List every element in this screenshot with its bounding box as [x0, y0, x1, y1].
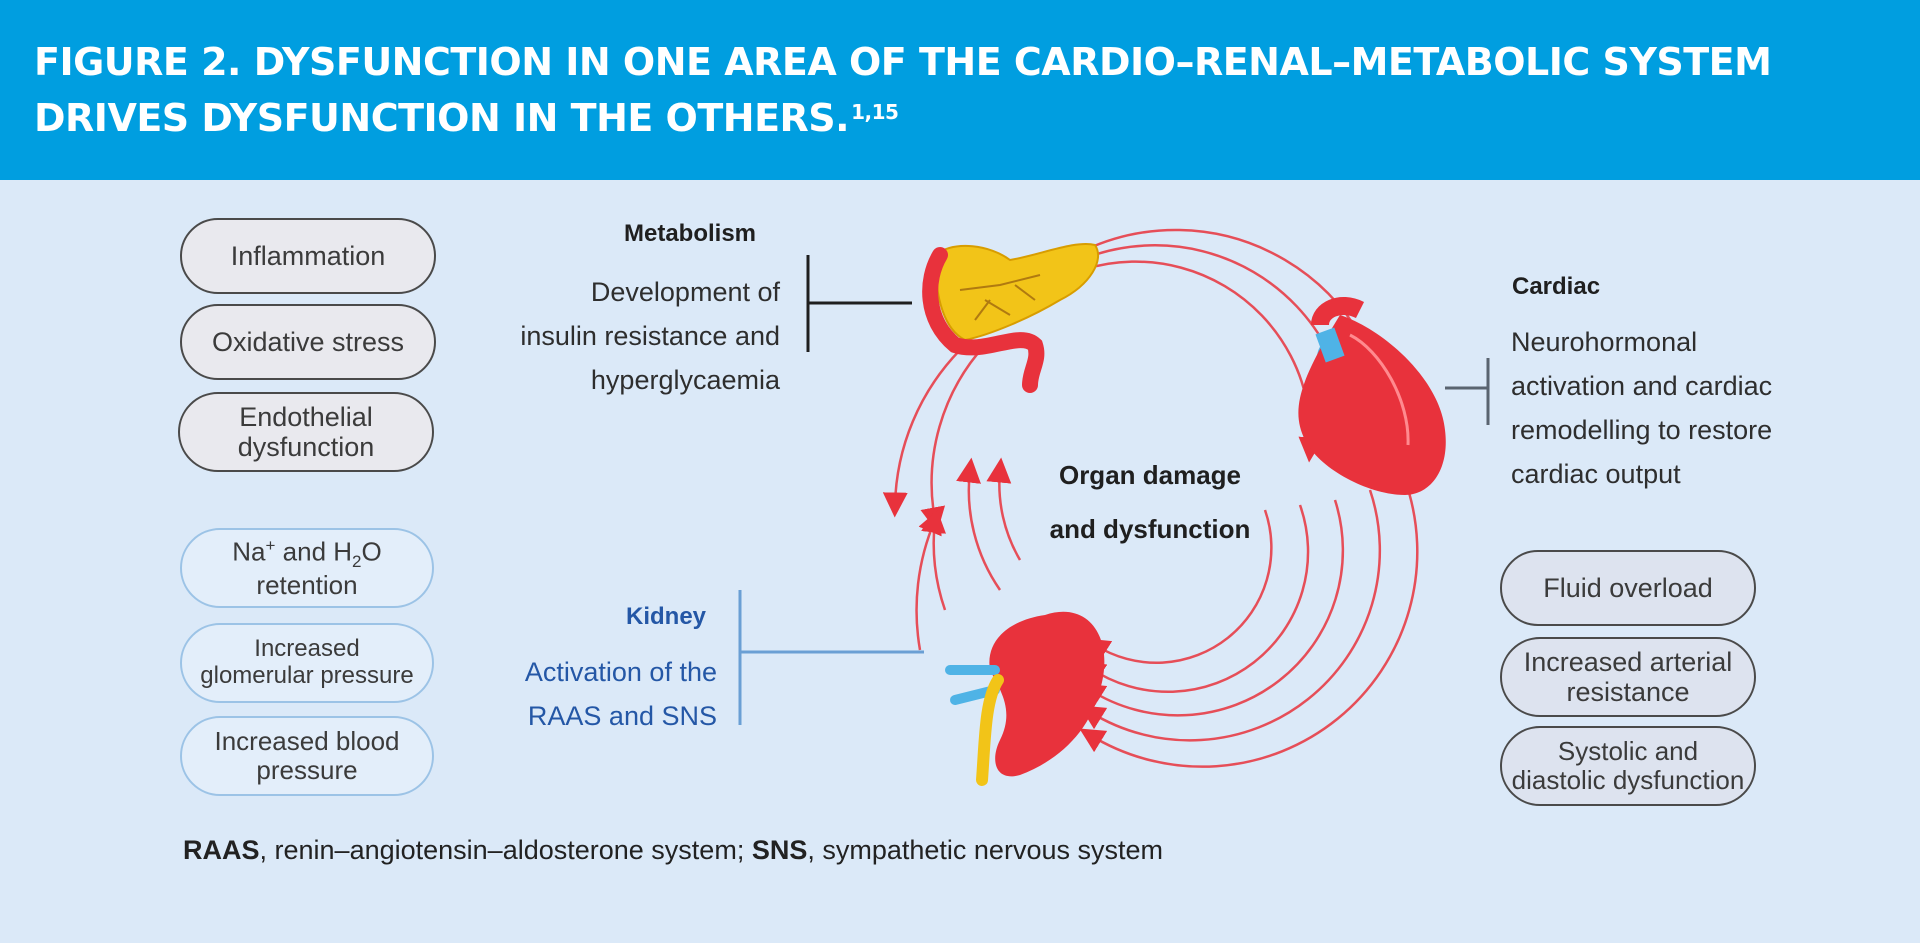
pill-blood-pressure: Increased blood pressure — [180, 716, 434, 796]
kidney-icon — [945, 611, 1105, 786]
figure-header: FIGURE 2. DYSFUNCTION IN ONE AREA OF THE… — [0, 0, 1920, 180]
pill-glomerular-pressure: Increased glomerular pressure — [180, 623, 434, 703]
pill-na-h2o-retention: Na+ and H2O retention — [180, 528, 434, 608]
title-text: FIGURE 2. DYSFUNCTION IN ONE AREA OF THE… — [34, 40, 1772, 140]
pill-systolic-diastolic: Systolic and diastolic dysfunction — [1500, 726, 1756, 806]
metabolism-heading: Metabolism — [624, 220, 757, 247]
kidney-connector — [738, 590, 924, 725]
pancreas-icon — [922, 243, 1100, 393]
center-label: Organ damage and dysfunction — [1049, 460, 1251, 544]
metabolism-connector — [806, 255, 912, 352]
cardiac-description: Neurohormonal activation and cardiac rem… — [1511, 327, 1773, 489]
pill-inflammation: Inflammation — [180, 218, 436, 294]
metabolism-description: Development of insulin resistance and hy… — [520, 277, 780, 395]
pill-oxidative-stress: Oxidative stress — [180, 304, 436, 380]
footnote: RAAS, renin–angiotensin–aldosterone syst… — [183, 835, 1163, 865]
pill-arterial-resistance: Increased arterial resistance — [1500, 637, 1756, 717]
cardiac-connector — [1445, 358, 1490, 425]
figure-title: FIGURE 2. DYSFUNCTION IN ONE AREA OF THE… — [34, 34, 1854, 146]
kidney-description: Activation of the RAAS and SNS — [524, 657, 717, 731]
title-citation: 1,15 — [851, 100, 899, 124]
heart-icon — [1298, 297, 1446, 495]
cardiac-heading: Cardiac — [1512, 273, 1601, 300]
pill-endothelial-dysfunction: Endothelial dysfunction — [178, 392, 434, 472]
pill-fluid-overload: Fluid overload — [1500, 550, 1756, 626]
kidney-heading: Kidney — [626, 603, 707, 630]
